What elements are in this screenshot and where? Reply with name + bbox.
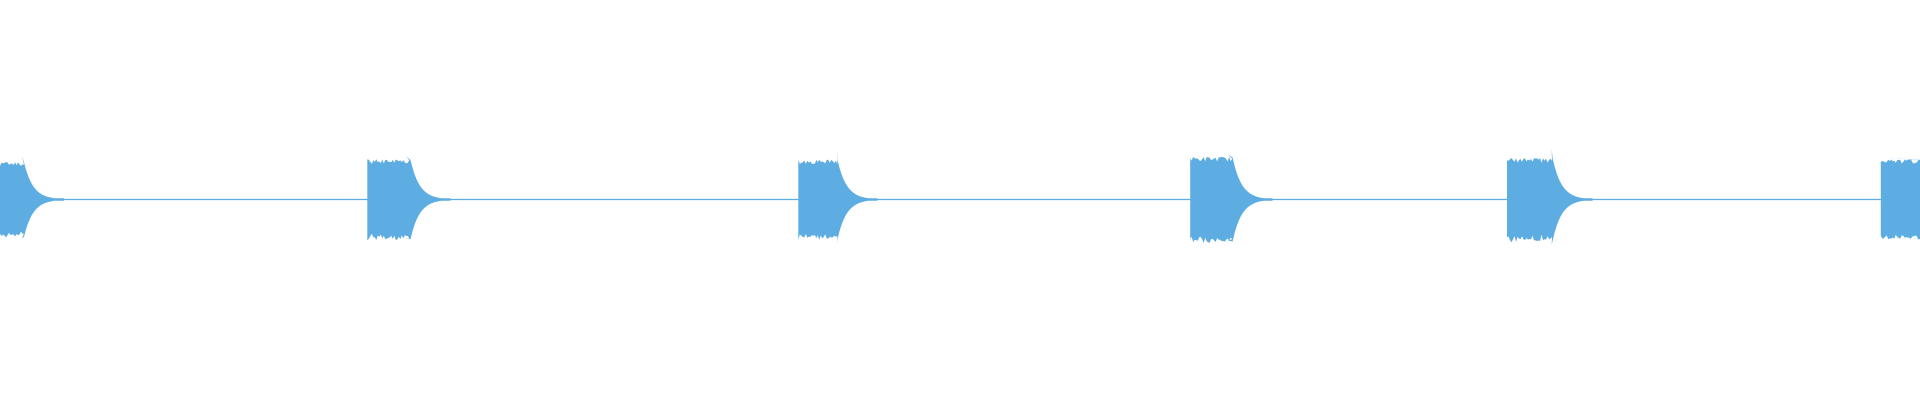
waveform-burst-5: [1507, 149, 1593, 245]
waveform-burst-3: [798, 150, 878, 244]
waveform-burst-1: [0, 156, 64, 239]
waveform-burst-6: [1880, 157, 1920, 240]
waveform-burst-4: [1190, 153, 1273, 243]
waveform-bursts: [0, 149, 1920, 245]
waveform-burst-2: [367, 156, 451, 241]
